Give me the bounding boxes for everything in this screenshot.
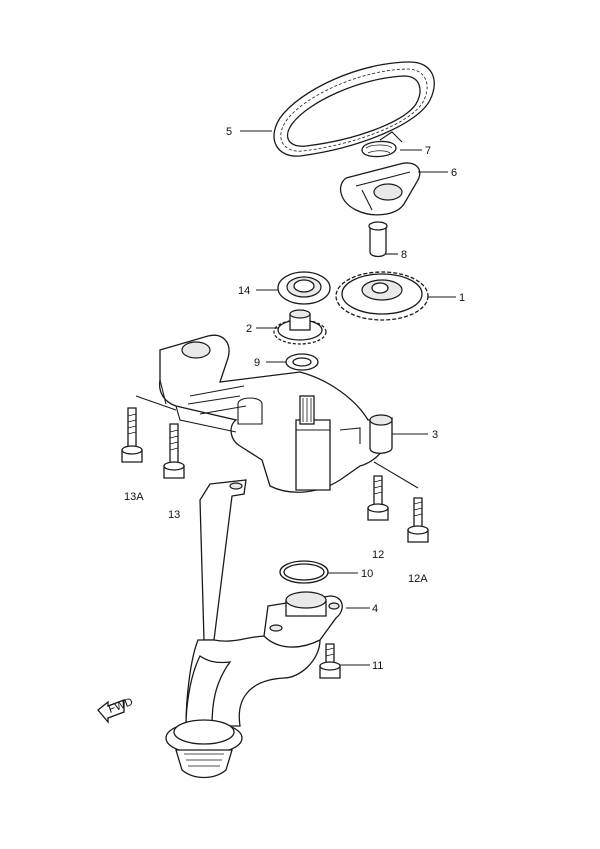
callout-2: 2: [246, 323, 252, 335]
callout-3: 3: [432, 429, 438, 441]
callout-13A: 13A: [124, 491, 144, 503]
callout-13: 13: [168, 509, 180, 521]
callout-5: 5: [226, 126, 232, 138]
callout-14: 14: [238, 285, 250, 297]
part-13-bolt[interactable]: [163, 423, 185, 479]
part-5-chain[interactable]: [273, 61, 435, 157]
part-9-washer[interactable]: [285, 353, 319, 371]
part-10-o-ring[interactable]: [279, 560, 329, 584]
callout-12A: 12A: [408, 573, 428, 585]
part-6-tensioner[interactable]: [339, 162, 421, 216]
callout-6: 6: [451, 167, 457, 179]
callout-7: 7: [425, 145, 431, 157]
part-2-gear[interactable]: [273, 309, 327, 345]
part-14-oil-seal[interactable]: [277, 271, 331, 305]
part-3-pump-body[interactable]: [158, 334, 393, 493]
part-13A-bolt[interactable]: [121, 407, 143, 463]
callout-10: 10: [361, 568, 373, 580]
callout-9: 9: [254, 357, 260, 369]
callout-4: 4: [372, 603, 378, 615]
callout-12: 12: [372, 549, 384, 561]
callout-labels: 5 7 6 8 14 1 2 9 3 13A 13 12 12A 10 4 11: [124, 126, 465, 672]
part-7-spring[interactable]: [361, 131, 403, 158]
part-8-bolt[interactable]: [368, 221, 388, 258]
fwd-arrow-icon: [97, 699, 125, 724]
callout-11: 11: [372, 660, 383, 672]
part-11-bolt[interactable]: [319, 643, 341, 679]
part-12-bolt[interactable]: [367, 475, 389, 521]
part-4-oil-strainer[interactable]: [165, 479, 343, 779]
part-12A-bolt[interactable]: [407, 497, 429, 543]
leader-lines: [135, 130, 456, 666]
part-1-sprocket[interactable]: [335, 271, 429, 321]
callout-8: 8: [401, 249, 407, 261]
callout-1: 1: [459, 292, 465, 304]
